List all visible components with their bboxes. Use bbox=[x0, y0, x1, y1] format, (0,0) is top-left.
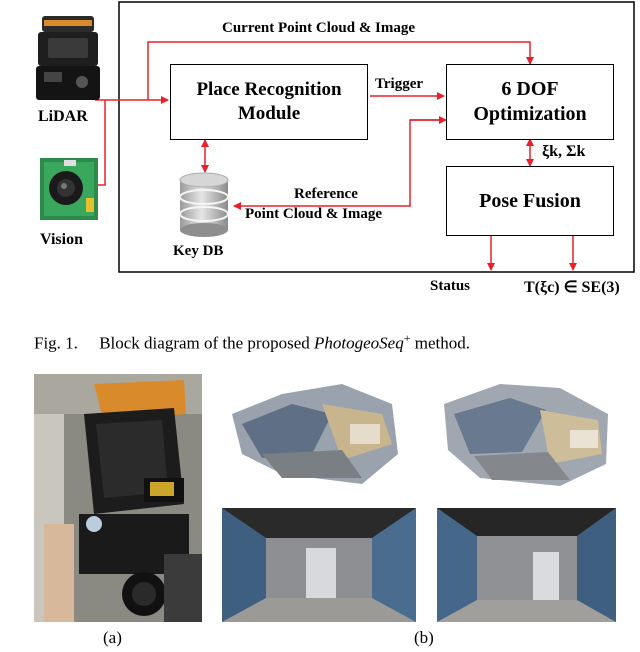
subfigure-a-label: (a) bbox=[103, 628, 122, 647]
camera-image-left bbox=[222, 508, 416, 622]
dof-optimization-line-2: Optimization bbox=[473, 103, 587, 125]
figure-number: Fig. 1. bbox=[34, 333, 78, 353]
caption-text-after: method. bbox=[414, 333, 470, 353]
point-cloud-right bbox=[430, 374, 616, 492]
xi-sigma-label: ξk, Σk bbox=[542, 143, 586, 160]
block-diagram-lines bbox=[95, 1, 635, 273]
figure-caption: Fig. 1. Block diagram of the proposed Ph… bbox=[34, 331, 470, 354]
vision-camera-image bbox=[40, 158, 98, 220]
place-recognition-module-box: Place Recognition Module bbox=[170, 64, 368, 140]
dof-optimization-box: 6 DOF Optimization bbox=[446, 64, 614, 140]
point-cloud-left bbox=[222, 374, 408, 492]
place-recognition-line-2: Module bbox=[237, 103, 301, 124]
current-point-cloud-label: Current Point Cloud & Image bbox=[222, 20, 416, 36]
key-db-icon bbox=[179, 172, 229, 237]
subfigure-b-label: (b) bbox=[414, 628, 434, 647]
trigger-label: Trigger bbox=[375, 76, 424, 92]
pose-fusion-label: Pose Fusion bbox=[479, 189, 581, 212]
lidar-sensor-image bbox=[36, 16, 100, 100]
place-recognition-line-1: Place Recognition bbox=[196, 79, 342, 101]
system-frame bbox=[118, 1, 635, 273]
device-photo bbox=[34, 374, 202, 622]
pose-output-label: T(ξc) ∈ SE(3) bbox=[524, 279, 620, 296]
reference-label-line-1: Reference bbox=[294, 186, 358, 202]
dof-optimization-line-1: 6 DOF bbox=[501, 78, 559, 100]
caption-method-superscript: + bbox=[403, 331, 411, 345]
status-label: Status bbox=[430, 278, 471, 294]
pose-fusion-box: Pose Fusion bbox=[446, 166, 614, 236]
lidar-label: LiDAR bbox=[38, 108, 88, 125]
caption-method-name: PhotogeoSeq bbox=[314, 333, 404, 353]
arrow-current-point-cloud bbox=[147, 41, 534, 100]
reference-label-line-2: Point Cloud & Image bbox=[245, 206, 383, 222]
caption-text-before: Block diagram of the proposed bbox=[99, 333, 310, 353]
device-photo-drawing bbox=[34, 374, 202, 622]
vision-label: Vision bbox=[40, 231, 83, 248]
camera-image-right bbox=[437, 508, 616, 622]
key-db-label: Key DB bbox=[173, 243, 224, 259]
vision-wire bbox=[95, 100, 106, 186]
